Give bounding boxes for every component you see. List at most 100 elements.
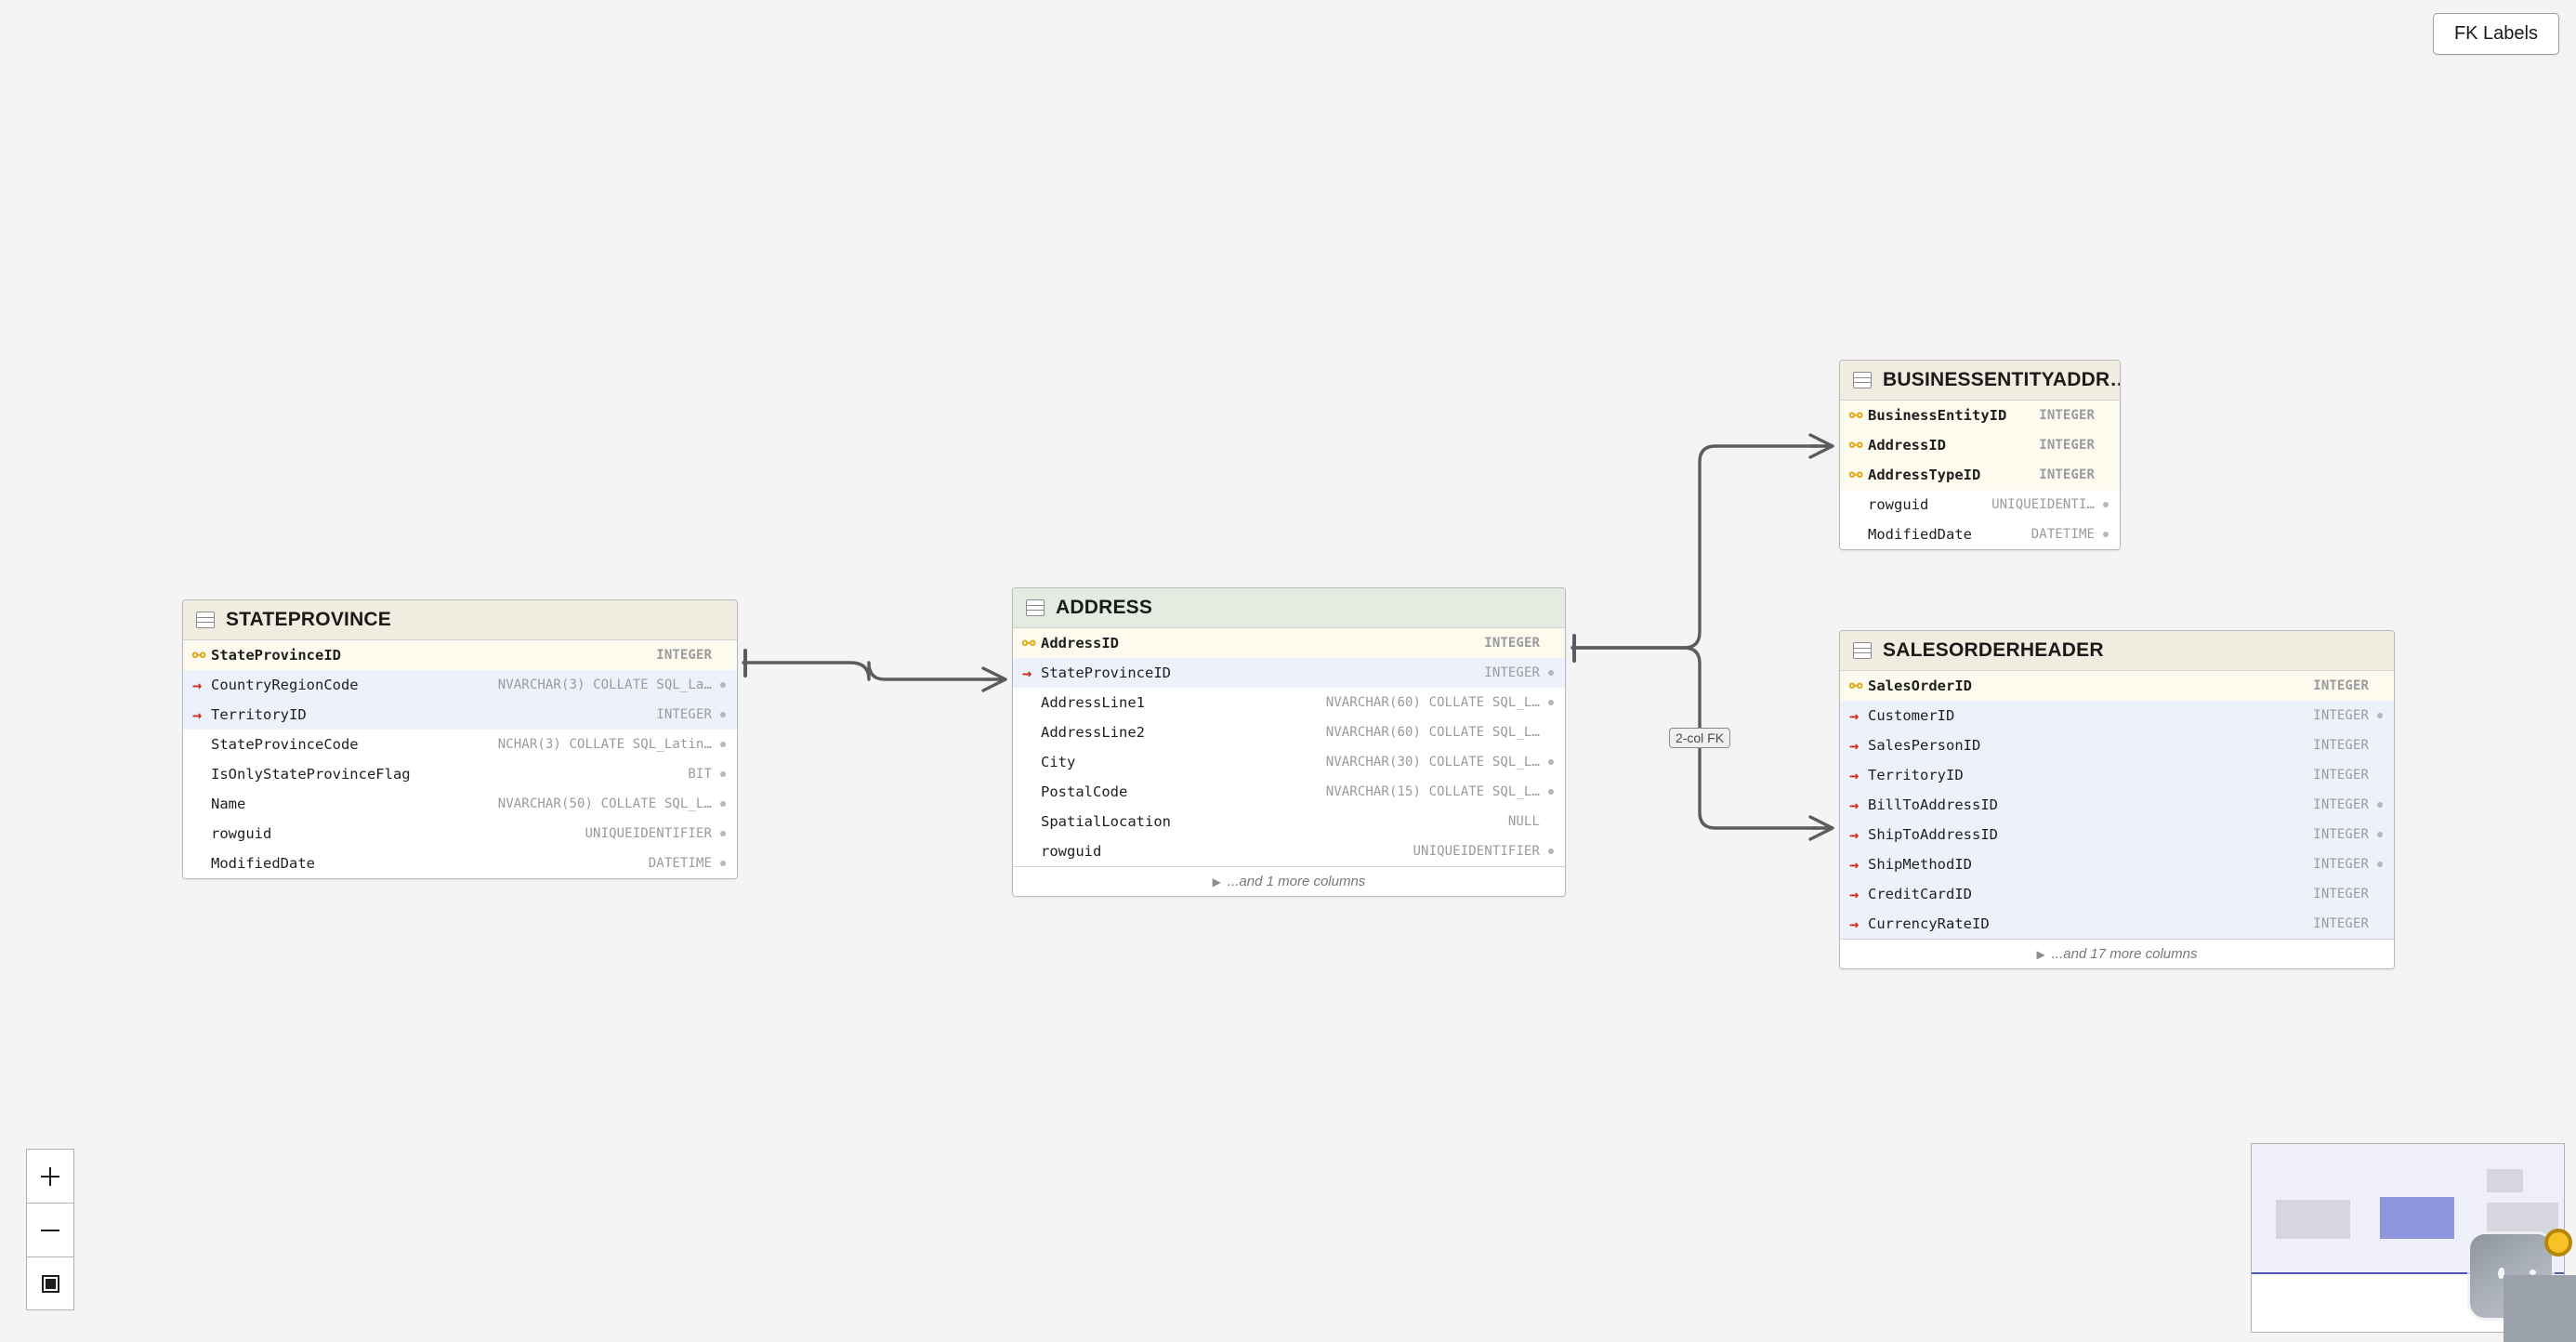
column-name: BillToAddressID	[1868, 796, 1998, 813]
column-name: CreditCardID	[1868, 886, 1972, 902]
fit-view-button[interactable]	[26, 1256, 74, 1310]
foreign-key-icon: →	[1849, 855, 1860, 875]
foreign-key-icon: →	[1022, 664, 1032, 683]
nullable-dot-icon	[2100, 502, 2111, 507]
column-row[interactable]: AddressLine2 NVARCHAR(60) COLLATE SQL_L…	[1013, 717, 1565, 747]
column-name: ModifiedDate	[211, 855, 315, 872]
column-type: INTEGER	[2313, 738, 2369, 753]
column-name: StateProvinceID	[211, 647, 341, 664]
table-header-businessentityaddress[interactable]: BUSINESSENTITYADDR…	[1840, 361, 2120, 401]
column-row[interactable]: ModifiedDate DATETIME	[183, 849, 737, 878]
column-name: StateProvinceCode	[211, 736, 359, 753]
column-type: INTEGER	[2313, 857, 2369, 872]
expand-triangle-icon: ▶	[1212, 875, 1221, 888]
column-name: ShipToAddressID	[1868, 826, 1998, 843]
nullable-dot-icon	[2374, 832, 2385, 837]
more-columns-toggle[interactable]: ▶ ...and 17 more columns	[1840, 939, 2394, 968]
column-name: CountryRegionCode	[211, 677, 359, 693]
zoom-controls	[26, 1149, 74, 1310]
foreign-key-icon: →	[192, 676, 203, 695]
column-row[interactable]: → BillToAddressID INTEGER	[1840, 790, 2394, 820]
primary-key-icon: ⚯	[1022, 634, 1036, 653]
more-columns-label: ...and 17 more columns	[2051, 946, 2198, 962]
minimap-node	[2276, 1200, 2350, 1239]
table-header-salesorderheader[interactable]: SALESORDERHEADER	[1840, 631, 2394, 671]
column-type: INTEGER	[1484, 665, 1540, 680]
column-name: CurrencyRateID	[1868, 915, 1990, 932]
nullable-dot-icon	[1545, 849, 1557, 854]
primary-key-icon: ⚯	[1849, 436, 1863, 455]
nullable-dot-icon	[717, 801, 729, 807]
edge-address-businessentityaddress	[1571, 433, 1834, 650]
expand-triangle-icon: ▶	[2036, 947, 2045, 961]
minimap[interactable]	[2251, 1143, 2565, 1333]
more-columns-toggle[interactable]: ▶...and 1 more columns	[1013, 866, 1565, 896]
zoom-out-button[interactable]	[26, 1203, 74, 1256]
primary-key-icon: ⚯	[192, 646, 206, 665]
edge-label-2col-fk[interactable]: 2-col FK	[1668, 728, 1731, 748]
primary-key-icon: ⚯	[1849, 677, 1863, 696]
fk-labels-toggle-button[interactable]: FK Labels	[2432, 13, 2559, 55]
table-icon	[1026, 599, 1045, 616]
foreign-key-icon: →	[1849, 706, 1860, 726]
table-icon	[1853, 372, 1872, 388]
column-type: NVARCHAR(50) COLLATE SQL_L…	[497, 796, 712, 811]
column-type: DATETIME	[648, 856, 712, 871]
column-name: AddressLine1	[1041, 694, 1145, 711]
column-type: INTEGER	[2313, 797, 2369, 812]
column-name: rowguid	[211, 825, 272, 842]
nullable-dot-icon	[1545, 759, 1557, 765]
column-type: INTEGER	[2313, 768, 2369, 783]
foreign-key-icon: →	[1849, 914, 1860, 934]
column-name: AddressLine2	[1041, 724, 1145, 741]
nullable-dot-icon	[2374, 802, 2385, 808]
minimap-node	[2487, 1169, 2523, 1192]
column-name: SalesPersonID	[1868, 737, 1981, 754]
foreign-key-icon: →	[1849, 796, 1860, 815]
column-type: NVARCHAR(60) COLLATE SQL_L…	[1325, 725, 1540, 740]
column-type: INTEGER	[2313, 827, 2369, 842]
zoom-in-button[interactable]	[26, 1149, 74, 1203]
column-type: INTEGER	[2039, 408, 2095, 423]
nullable-dot-icon	[717, 771, 729, 777]
column-type: BIT	[688, 767, 712, 782]
nullable-dot-icon	[717, 861, 729, 866]
table-header-stateprovince[interactable]: STATEPROVINCE	[183, 600, 737, 640]
column-name: AddressTypeID	[1868, 467, 1981, 483]
minimap-node	[2487, 1203, 2558, 1244]
table-header-address[interactable]: ADDRESS	[1013, 588, 1565, 628]
column-type: NVARCHAR(15) COLLATE SQL_L…	[1325, 784, 1540, 799]
